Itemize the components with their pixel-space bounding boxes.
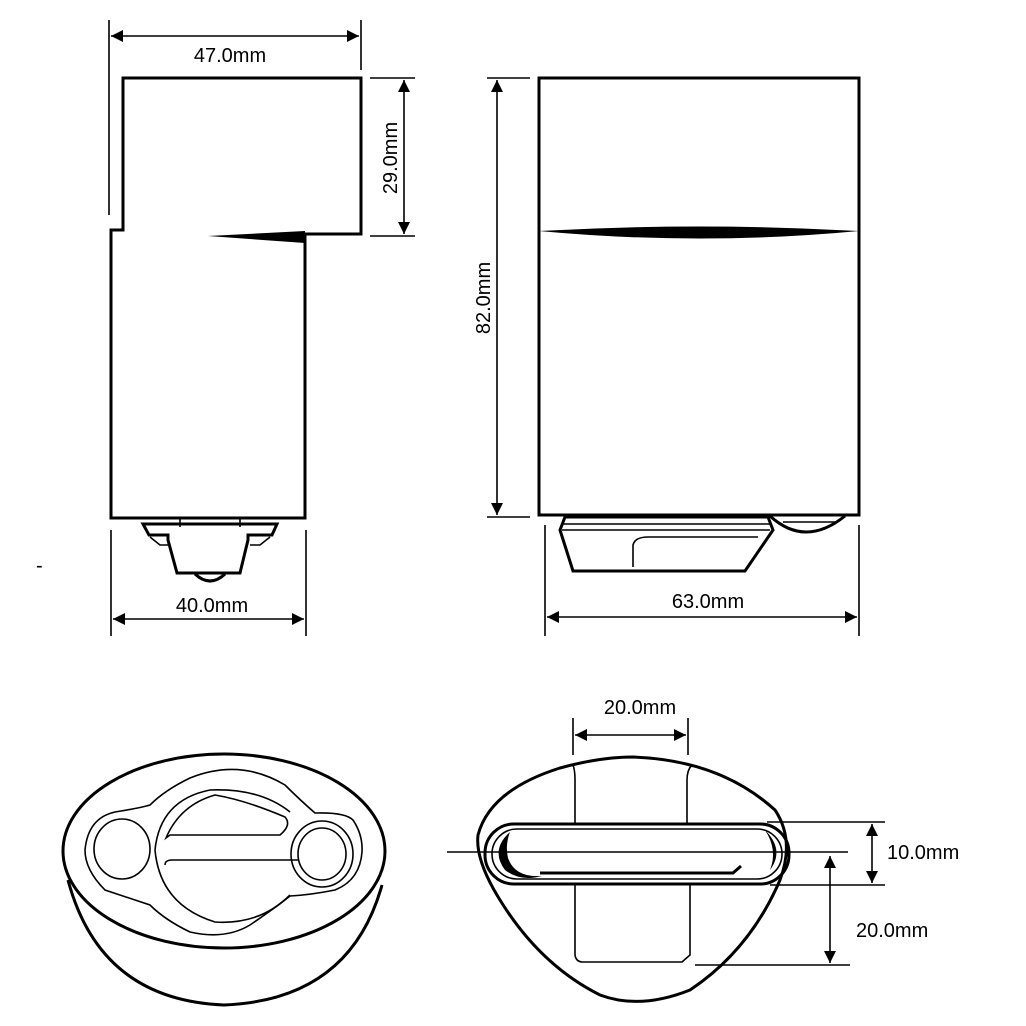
dimension-63mm: 63.0mm (544, 525, 860, 636)
dim-label-47: 47.0mm (194, 45, 266, 67)
dimension-29mm: 29.0mm (370, 77, 415, 237)
dim-label-20-offset: 20.0mm (856, 920, 928, 942)
dim-label-40: 40.0mm (176, 595, 248, 617)
dim-label-10: 10.0mm (887, 842, 959, 864)
front-view: 82.0mm 63.0mm (473, 76, 861, 636)
side-view: 47.0mm 29.0mm 40.0mm (108, 20, 415, 636)
bottom-slot-view: 20.0mm 10.0mm 20.0mm (447, 697, 959, 1003)
dim-label-29: 29.0mm (380, 122, 402, 194)
dimension-10mm: 10.0mm (767, 821, 959, 886)
dim-label-20-top: 20.0mm (604, 697, 676, 719)
dim-label-82: 82.0mm (473, 262, 495, 334)
stray-mark: - (36, 555, 43, 577)
bottom-iso-view (61, 752, 387, 1007)
dimension-82mm: 82.0mm (473, 77, 530, 518)
dim-label-63: 63.0mm (672, 591, 744, 613)
dimension-47mm: 47.0mm (108, 20, 362, 215)
dimension-20mm-offset: 20.0mm (695, 856, 928, 966)
dimension-40mm: 40.0mm (110, 530, 307, 636)
dimension-20mm-top: 20.0mm (572, 697, 689, 755)
